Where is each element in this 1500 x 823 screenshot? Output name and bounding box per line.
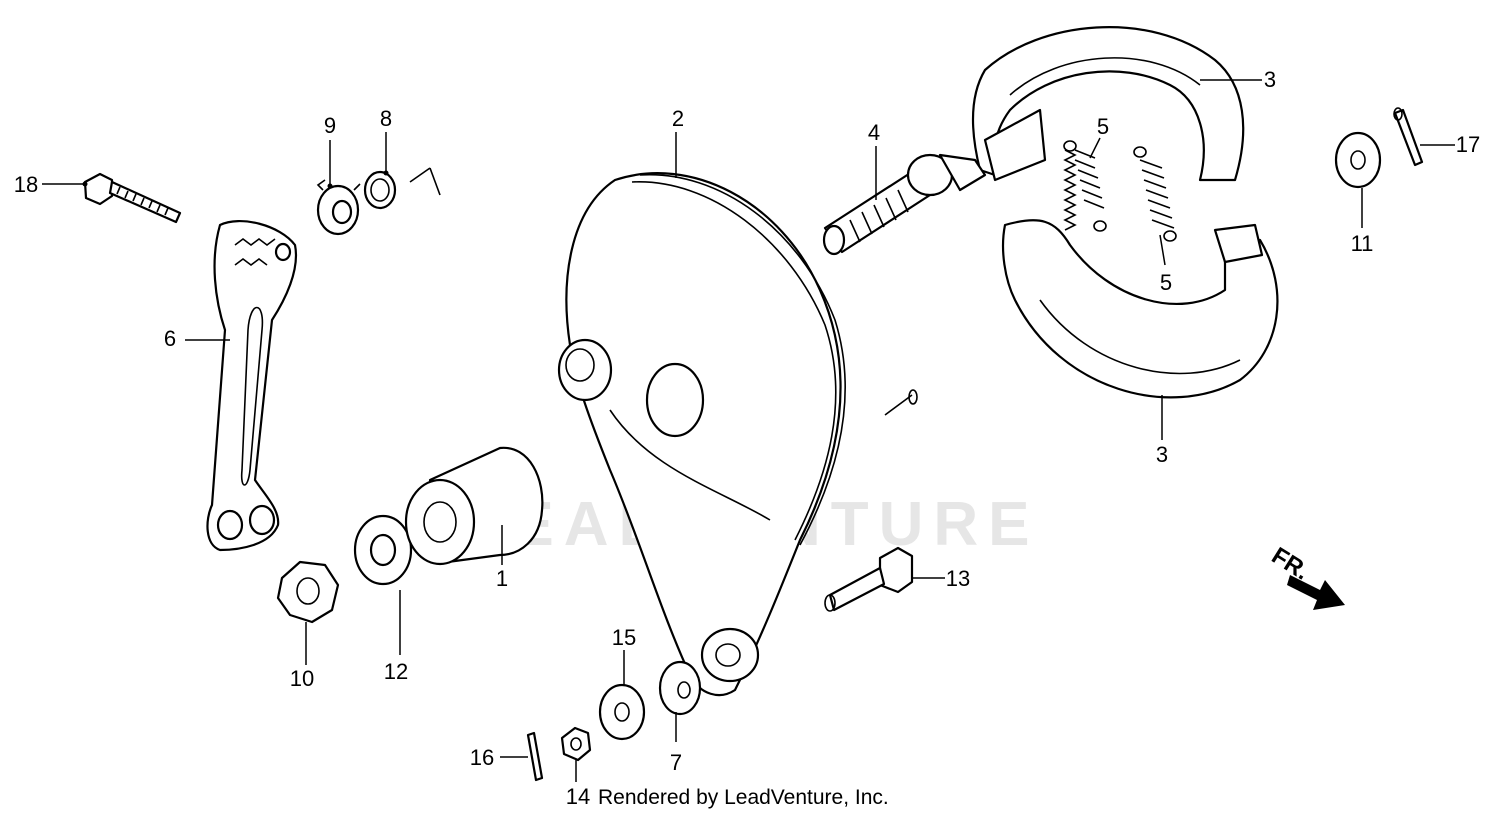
callout-16[interactable]: 16 bbox=[470, 745, 494, 770]
callout-7[interactable]: 7 bbox=[670, 750, 682, 775]
brake-arm[interactable] bbox=[206, 220, 298, 552]
callout-2[interactable]: 2 bbox=[672, 106, 684, 131]
spring-left[interactable] bbox=[1063, 140, 1107, 232]
spring-right[interactable] bbox=[1133, 146, 1177, 242]
leader-lines bbox=[42, 79, 1455, 782]
washer-12[interactable] bbox=[353, 514, 413, 586]
callout-11[interactable]: 11 bbox=[1351, 231, 1374, 256]
callout-15[interactable]: 15 bbox=[612, 625, 636, 650]
brake-shoe-upper[interactable] bbox=[971, 26, 1245, 182]
brake-cam[interactable] bbox=[822, 153, 987, 256]
callout-4[interactable]: 4 bbox=[868, 120, 880, 145]
washer-11[interactable] bbox=[1334, 131, 1382, 189]
cotter-pin-16[interactable] bbox=[526, 731, 544, 782]
callout-5-lower[interactable]: 5 bbox=[1160, 270, 1172, 295]
callout-1[interactable]: 1 bbox=[496, 566, 508, 591]
brake-panel[interactable] bbox=[557, 172, 918, 697]
callout-5-upper[interactable]: 5 bbox=[1097, 114, 1109, 139]
callout-13[interactable]: 13 bbox=[946, 566, 970, 591]
callout-10[interactable]: 10 bbox=[290, 666, 314, 691]
washer-15[interactable] bbox=[598, 683, 646, 741]
callout-18[interactable]: 18 bbox=[14, 172, 38, 197]
brake-shoe-lower[interactable] bbox=[1001, 219, 1279, 399]
callout-9[interactable]: 9 bbox=[324, 113, 336, 138]
callout-3-lower[interactable]: 3 bbox=[1156, 442, 1168, 467]
nut-10[interactable] bbox=[276, 560, 340, 624]
arrow-icon bbox=[1287, 575, 1345, 610]
front-direction-indicator: FR. bbox=[1267, 542, 1345, 610]
nut-14[interactable] bbox=[560, 726, 592, 762]
callout-12[interactable]: 12 bbox=[384, 659, 408, 684]
cotter-pin-17[interactable] bbox=[1393, 107, 1424, 167]
bearing-8[interactable] bbox=[363, 167, 441, 210]
callout-14[interactable]: 14 bbox=[566, 784, 590, 809]
lock-washer-9[interactable] bbox=[316, 179, 361, 236]
bolt-13[interactable] bbox=[824, 546, 914, 612]
callout-3-upper[interactable]: 3 bbox=[1264, 67, 1276, 92]
bolt-18[interactable] bbox=[83, 172, 182, 224]
callout-6[interactable]: 6 bbox=[164, 326, 176, 351]
collar-1[interactable] bbox=[404, 446, 544, 566]
callouts: 18 9 8 6 2 4 3 5 5 3 11 17 1 12 10 13 15… bbox=[14, 67, 1480, 809]
callout-17[interactable]: 17 bbox=[1456, 132, 1480, 157]
washer-7[interactable] bbox=[658, 660, 702, 716]
callout-8[interactable]: 8 bbox=[380, 106, 392, 131]
credit-text: Rendered by LeadVenture, Inc. bbox=[598, 786, 889, 809]
